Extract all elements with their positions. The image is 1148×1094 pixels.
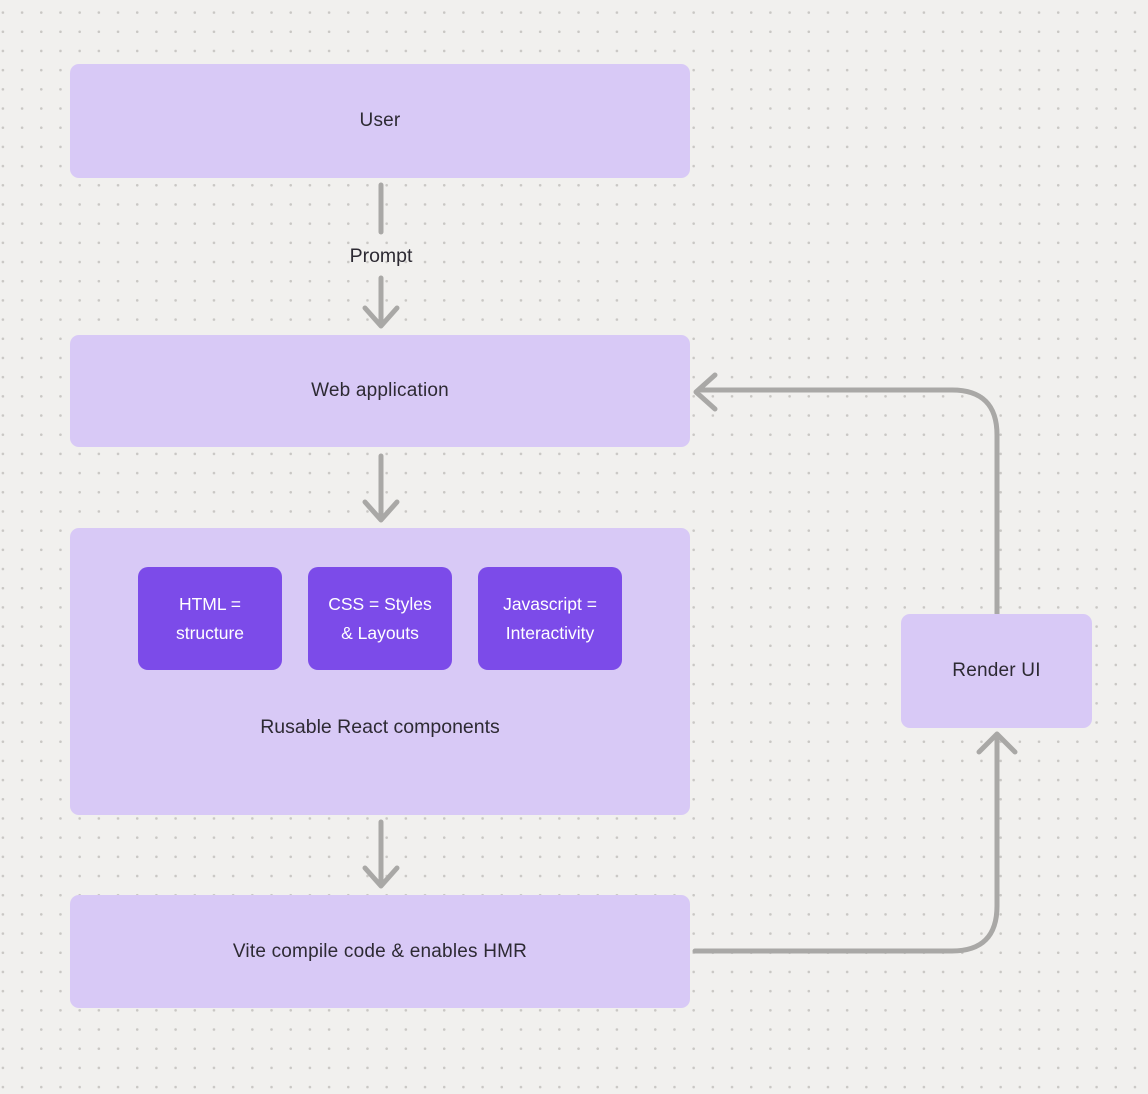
node-javascript-interactivity-line1: Javascript = (503, 593, 597, 614)
node-css-styles-line2: & Layouts (341, 622, 419, 643)
node-html-structure-line1: HTML = (178, 593, 242, 614)
edge-renderui-to-webapp-line (698, 387, 1000, 617)
arrowhead-up-renderui-icon (976, 731, 1018, 755)
node-render-ui[interactable]: Render UI (901, 614, 1092, 728)
node-javascript-interactivity-line2: Interactivity (505, 622, 595, 643)
arrowhead-down-vite-icon (362, 865, 400, 889)
edge-label-prompt: Prompt (349, 245, 413, 267)
node-web-application-label: Web application (311, 380, 449, 401)
node-html-structure-line2: structure (175, 622, 245, 643)
node-css-styles-line1: CSS = Styles (328, 593, 432, 614)
edge-vite-to-renderui-line (692, 737, 1000, 954)
node-user[interactable]: User (70, 64, 690, 178)
arrowhead-down-webapp-icon (362, 305, 400, 329)
node-user-label: User (359, 110, 401, 131)
components-group-caption: Rusable React components (260, 716, 500, 738)
node-css-styles[interactable]: CSS = Styles & Layouts (308, 567, 452, 670)
node-html-structure[interactable]: HTML = structure (138, 567, 282, 670)
node-render-ui-label: Render UI (952, 660, 1041, 681)
node-components-group[interactable]: HTML = structure CSS = Styles & Layouts … (70, 528, 690, 815)
node-vite[interactable]: Vite compile code & enables HMR (70, 895, 690, 1008)
arrowhead-down-components-icon (362, 499, 400, 523)
arrowhead-left-webapp-icon (693, 372, 718, 412)
node-javascript-interactivity[interactable]: Javascript = Interactivity (478, 567, 622, 670)
node-web-application[interactable]: Web application (70, 335, 690, 447)
node-vite-label: Vite compile code & enables HMR (232, 940, 528, 962)
